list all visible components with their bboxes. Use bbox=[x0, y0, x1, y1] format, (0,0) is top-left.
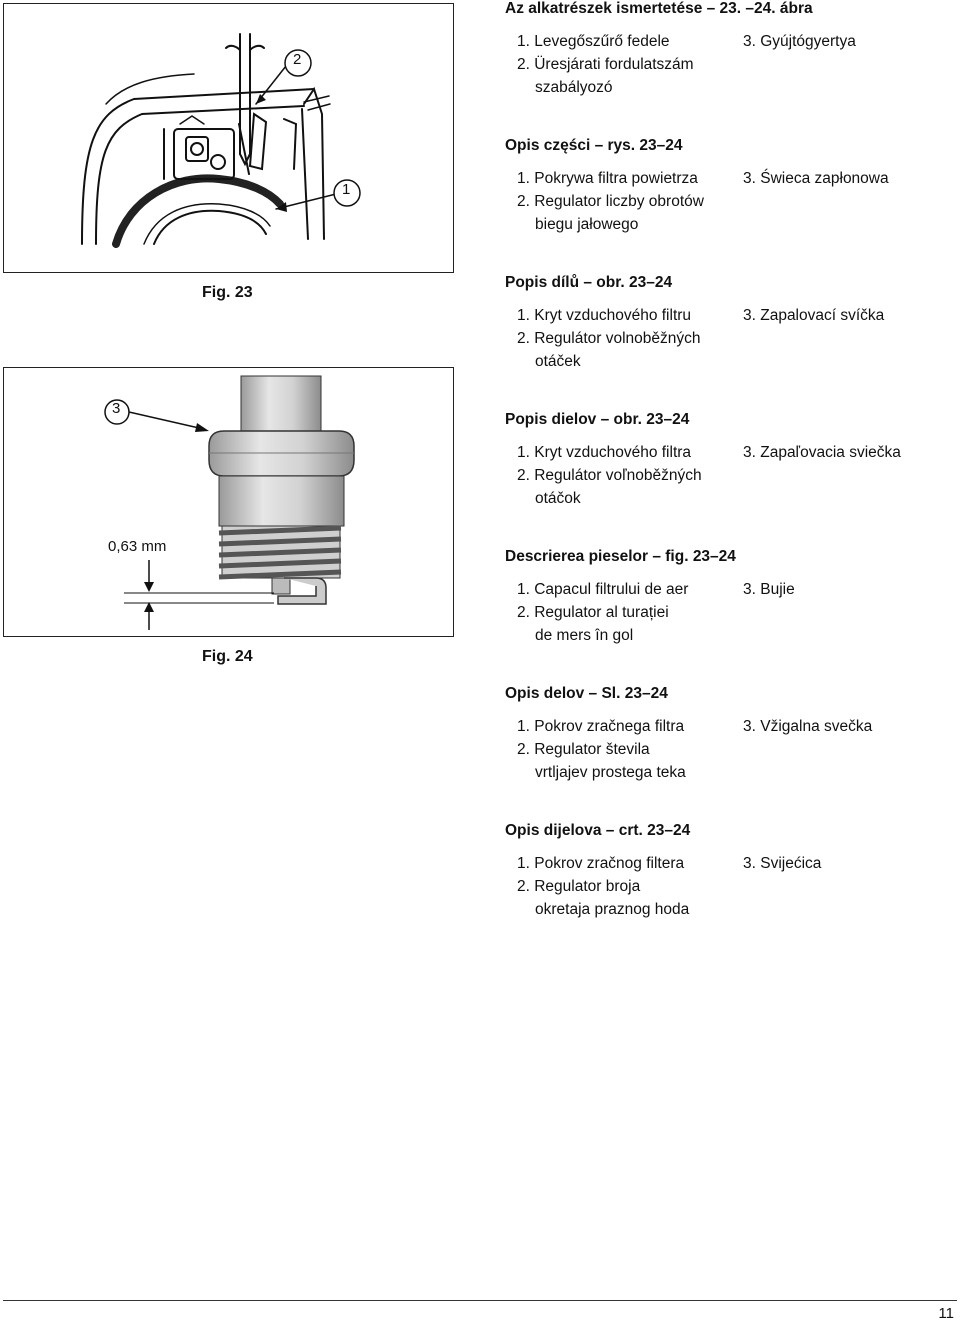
callout-2-circle bbox=[284, 49, 312, 77]
callout-1-circle bbox=[333, 179, 361, 207]
list-item: 3. Svijećica bbox=[743, 855, 822, 872]
list-item: 2. Regulátor voľnoběžných bbox=[517, 467, 702, 484]
section-polish: Opis części – rys. 23–24 1. Pokrywa filt… bbox=[505, 137, 945, 237]
section-slovenian: Opis delov – Sl. 23–24 1. Pokrov zračneg… bbox=[505, 685, 945, 785]
list-item: 3. Gyújtógyertya bbox=[743, 33, 856, 50]
section-title: Descrierea pieselor – fig. 23–24 bbox=[505, 548, 736, 565]
list-item: 2. Regulator števila bbox=[517, 741, 650, 758]
list-item-continuation: otáček bbox=[535, 353, 581, 370]
list-item: 3. Zapaľovacia sviečka bbox=[743, 444, 901, 461]
list-item-continuation: de mers în gol bbox=[535, 627, 634, 644]
section-hungarian: Az alkatrészek ismertetése – 23. –24. áb… bbox=[505, 0, 945, 100]
list-item: 2. Regulator al turației bbox=[517, 604, 669, 621]
list-item: 2. Regulator liczby obrotów bbox=[517, 193, 704, 210]
callout-1-label: 1 bbox=[342, 181, 351, 198]
parts-list: 1. Kryt vzduchového filtru 2. Regulátor … bbox=[505, 304, 945, 374]
callout-2-label: 2 bbox=[293, 51, 302, 68]
list-item: 1. Capacul filtrului de aer bbox=[517, 581, 689, 598]
parts-list: 1. Pokrov zračnog filtera 2. Regulator b… bbox=[505, 852, 945, 922]
section-title: Popis dielov – obr. 23–24 bbox=[505, 411, 690, 428]
section-czech: Popis dílů – obr. 23–24 1. Kryt vzduchov… bbox=[505, 274, 945, 374]
page-number: 11 bbox=[938, 1305, 954, 1322]
list-item: 3. Zapalovací svíčka bbox=[743, 307, 885, 324]
gap-measurement-label: 0,63 mm bbox=[108, 538, 167, 555]
list-item: 1. Pokrov zračnog filtera bbox=[517, 855, 685, 872]
list-item: 3. Vžigalna svečka bbox=[743, 718, 873, 735]
section-title: Opis dijelova – crt. 23–24 bbox=[505, 822, 691, 839]
parts-list: 1. Levegőszűrő fedele 2. Üresjárati ford… bbox=[505, 30, 945, 100]
list-item-continuation: vrtljajev prostega teka bbox=[535, 764, 686, 781]
section-croatian: Opis dijelova – crt. 23–24 1. Pokrov zra… bbox=[505, 822, 945, 922]
section-romanian: Descrierea pieselor – fig. 23–24 1. Capa… bbox=[505, 548, 945, 648]
list-item: 3. Świeca zapłonowa bbox=[743, 170, 889, 187]
list-item: 2. Üresjárati fordulatszám bbox=[517, 56, 694, 73]
list-item: 1. Kryt vzduchového filtra bbox=[517, 444, 692, 461]
list-item: 2. Regulator broja bbox=[517, 878, 641, 895]
list-item-continuation: biegu jałowego bbox=[535, 216, 639, 233]
parts-list: 1. Pokrywa filtra powietrza 2. Regulator… bbox=[505, 167, 945, 237]
list-item: 1. Levegőszűrő fedele bbox=[517, 33, 670, 50]
footer-divider bbox=[3, 1300, 957, 1301]
section-title: Opis części – rys. 23–24 bbox=[505, 137, 683, 154]
parts-list: 1. Capacul filtrului de aer 2. Regulator… bbox=[505, 578, 945, 648]
figure-24-illustration: 3 0,63 mm bbox=[3, 367, 454, 637]
list-item-continuation: okretaja praznog hoda bbox=[535, 901, 690, 918]
list-item-continuation: szabályozó bbox=[535, 79, 613, 96]
section-title: Az alkatrészek ismertetése – 23. –24. áb… bbox=[505, 0, 813, 17]
parts-list: 1. Kryt vzduchového filtra 2. Regulátor … bbox=[505, 441, 945, 511]
list-item: 1. Pokrywa filtra powietrza bbox=[517, 170, 698, 187]
list-item-continuation: otáčok bbox=[535, 490, 581, 507]
figure-24-caption: Fig. 24 bbox=[202, 648, 253, 665]
list-item: 3. Bujie bbox=[743, 581, 795, 598]
figure-23-caption: Fig. 23 bbox=[202, 284, 253, 301]
list-item: 2. Regulátor volnoběžných bbox=[517, 330, 701, 347]
section-title: Opis delov – Sl. 23–24 bbox=[505, 685, 668, 702]
callout-3-label: 3 bbox=[112, 400, 121, 417]
list-item: 1. Pokrov zračnega filtra bbox=[517, 718, 685, 735]
list-item: 1. Kryt vzduchového filtru bbox=[517, 307, 692, 324]
engine-carburetor-drawing bbox=[81, 33, 361, 248]
section-slovak: Popis dielov – obr. 23–24 1. Kryt vzduch… bbox=[505, 411, 945, 511]
section-title: Popis dílů – obr. 23–24 bbox=[505, 274, 673, 291]
callout-3-circle bbox=[104, 399, 130, 425]
figure-23-illustration: 2 1 bbox=[3, 3, 454, 273]
parts-list: 1. Pokrov zračnega filtra 2. Regulator š… bbox=[505, 715, 945, 785]
spark-plug-drawing bbox=[104, 375, 355, 630]
